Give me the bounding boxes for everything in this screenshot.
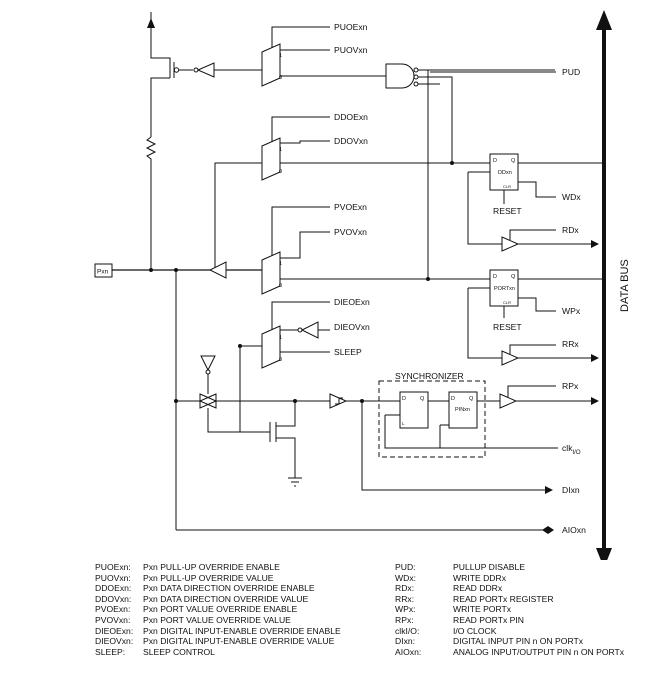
legend-item: clkI/O:I/O CLOCK bbox=[395, 625, 497, 636]
legend-item: PUOExn:Pxn PULL-UP OVERRIDE ENABLE bbox=[95, 562, 280, 572]
svg-text:1: 1 bbox=[279, 335, 282, 341]
reset-label-ddr: RESET bbox=[493, 206, 522, 216]
legend-item: DDOExn:Pxn DATA DIRECTION OVERRIDE ENABL… bbox=[95, 583, 315, 594]
legend-right: PUD:PULLUP DISABLE WDx:WRITE DDRx RDx:RE… bbox=[395, 562, 624, 657]
svg-text:D: D bbox=[493, 274, 497, 280]
signal-dieov: DIEOVxn bbox=[334, 322, 370, 332]
svg-text:1: 1 bbox=[279, 261, 282, 267]
puo-mux bbox=[261, 43, 281, 87]
vcc-arrow-icon bbox=[147, 18, 155, 28]
input-schmitt-buffer bbox=[329, 393, 348, 409]
ddr-name: DDxn bbox=[498, 170, 512, 176]
signal-pud: PUD bbox=[562, 67, 580, 77]
legend-item: WPx:WRITE PORTx bbox=[395, 604, 512, 615]
signal-wd: WDx bbox=[562, 192, 581, 202]
port-name: PORTxn bbox=[494, 286, 515, 292]
pullup-inverter bbox=[196, 62, 215, 78]
reset-label-port: RESET bbox=[493, 322, 522, 332]
data-bus: DATA BUS bbox=[596, 10, 631, 560]
svg-text:CLR: CLR bbox=[503, 184, 511, 189]
legend-item: PVOVxn:Pxn PORT VALUE OVERRIDE VALUE bbox=[95, 614, 291, 625]
legend-item: AIOxn:ANALOG INPUT/OUTPUT PIN n ON PORTx bbox=[395, 646, 625, 657]
signal-aio: AIOxn bbox=[562, 525, 586, 535]
legend-item: SLEEP:SLEEP CONTROL bbox=[95, 646, 215, 657]
legend-item: RDx:READ DDRx bbox=[395, 583, 503, 594]
signal-clk: clkI/O bbox=[562, 443, 581, 456]
data-bus-top-arrow bbox=[596, 10, 612, 30]
svg-text:0: 0 bbox=[279, 357, 282, 363]
ddo-mux bbox=[261, 137, 281, 181]
legend-item: DDOVxn:Pxn DATA DIRECTION OVERRIDE VALUE bbox=[95, 593, 309, 604]
ddr-register: D Q DDxn CLR RESET bbox=[468, 153, 604, 216]
svg-text:1: 1 bbox=[279, 147, 282, 153]
svg-text:Q: Q bbox=[420, 396, 425, 402]
signal-sleep: SLEEP bbox=[334, 347, 362, 357]
synchronizer-label: SYNCHRONIZER bbox=[395, 371, 464, 381]
svg-text:Q: Q bbox=[511, 274, 516, 280]
legend-item: PUOVxn:Pxn PULL-UP OVERRIDE VALUE bbox=[95, 572, 274, 583]
transmission-gate bbox=[198, 393, 218, 409]
signal-rr: RRx bbox=[562, 339, 579, 349]
pvo-mux bbox=[261, 251, 281, 295]
svg-text:Q: Q bbox=[511, 158, 516, 164]
output-driver bbox=[208, 261, 227, 279]
signal-puoe: PUOExn bbox=[334, 22, 368, 32]
signal-rp: RPx bbox=[562, 381, 579, 391]
signal-dieoe: DIEOExn bbox=[334, 297, 370, 307]
svg-text:0: 0 bbox=[279, 283, 282, 289]
legend-left: PUOExn:Pxn PULL-UP OVERRIDE ENABLE PUOVx… bbox=[95, 562, 341, 657]
pullup-resistor bbox=[145, 136, 157, 270]
legend-item: WDx:WRITE DDRx bbox=[395, 572, 506, 583]
port-pin-schematic: DATA BUS Pxn 1 0 PUOExn PUOVxn PUD bbox=[94, 10, 631, 560]
legend-item: RRx:READ PORTx REGISTER bbox=[395, 593, 554, 604]
svg-text:CLR: CLR bbox=[503, 300, 511, 305]
svg-text:0: 0 bbox=[279, 169, 282, 175]
signal-wp: WPx bbox=[562, 306, 581, 316]
legend-item: PUD:PULLUP DISABLE bbox=[395, 562, 525, 572]
svg-text:0: 0 bbox=[279, 75, 282, 81]
pullup-and-gate bbox=[385, 63, 415, 89]
port-register: D Q PORTxn CLR RESET bbox=[468, 269, 604, 332]
data-bus-label: DATA BUS bbox=[619, 259, 631, 312]
data-bus-bottom-arrow bbox=[596, 548, 612, 560]
signal-rd: RDx bbox=[562, 225, 579, 235]
signal-ddoe: DDOExn bbox=[334, 112, 368, 122]
dieo-mux bbox=[261, 325, 281, 369]
signal-ddov: DDOVxn bbox=[334, 136, 368, 146]
pin-name: PINxn bbox=[455, 407, 470, 413]
legend-item: DIxn:DIGITAL INPUT PIN n ON PORTx bbox=[395, 636, 584, 647]
pin-pad: Pxn bbox=[94, 263, 113, 278]
svg-text:D: D bbox=[451, 396, 455, 402]
aio-diamond-icon bbox=[542, 526, 554, 534]
signal-pvov: PVOVxn bbox=[334, 227, 367, 237]
signal-puov: PUOVxn bbox=[334, 45, 368, 55]
synchronizer: SYNCHRONIZER D Q L D Q PINxn bbox=[378, 371, 558, 458]
pullup-circuit bbox=[145, 12, 193, 270]
signal-di: DIxn bbox=[562, 485, 580, 495]
svg-text:1: 1 bbox=[279, 53, 282, 59]
legend-item: RPx:READ PORTx PIN bbox=[395, 614, 524, 625]
legend-item: DIEOVxn:Pxn DIGITAL INPUT-ENABLE OVERRID… bbox=[95, 636, 335, 647]
legend-item: DIEOExn:Pxn DIGITAL INPUT-ENABLE OVERRID… bbox=[95, 625, 341, 636]
legend-item: PVOExn:Pxn PORT VALUE OVERRIDE ENABLE bbox=[95, 604, 298, 615]
svg-text:D: D bbox=[402, 396, 406, 402]
svg-text:Q: Q bbox=[469, 396, 474, 402]
signal-pvoe: PVOExn bbox=[334, 202, 367, 212]
svg-text:D: D bbox=[493, 158, 497, 164]
svg-text:L: L bbox=[402, 421, 405, 426]
pin-label: Pxn bbox=[97, 269, 109, 276]
